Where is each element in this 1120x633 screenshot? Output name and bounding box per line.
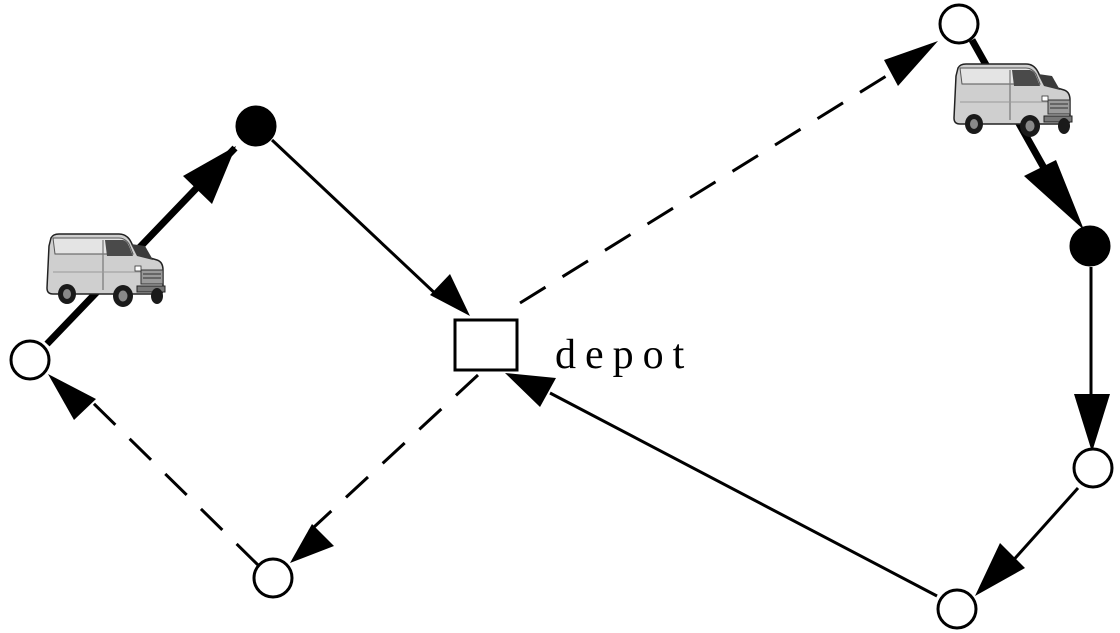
arrowhead-depot-n3 [290, 524, 334, 563]
node-customer-top-right [938, 3, 980, 45]
node-customer-bottom-right [936, 588, 978, 630]
arrowhead-depot-n4 [884, 41, 938, 86]
arrowhead-n2-n1 [183, 146, 236, 204]
depot-box [453, 318, 519, 372]
depot-label: depot [555, 332, 693, 378]
arrowhead-n3-n2 [48, 374, 96, 420]
arrowhead-n7-depot [505, 373, 556, 407]
node-customer-right [1072, 447, 1114, 489]
arrowhead-n5-n6 [1074, 394, 1110, 452]
edge-depot-n3 [298, 373, 480, 542]
van-icon [46, 233, 166, 308]
node-customer-bottom-left [252, 557, 294, 599]
arrowhead-n1-depot [430, 274, 470, 316]
node-visited-right [1069, 225, 1111, 267]
edge-depot-n4 [519, 68, 897, 305]
edge-n1-depot [270, 138, 442, 300]
edge-n7-depot [549, 391, 938, 598]
node-visited-left [235, 105, 277, 147]
edge-n3-n2 [83, 393, 260, 567]
node-customer-left [9, 339, 51, 381]
arrowhead-n6-n7 [975, 543, 1025, 596]
arrowhead-n4-n5 [1024, 160, 1084, 230]
van-icon [953, 63, 1073, 138]
edge-n6-n7 [1008, 486, 1080, 566]
